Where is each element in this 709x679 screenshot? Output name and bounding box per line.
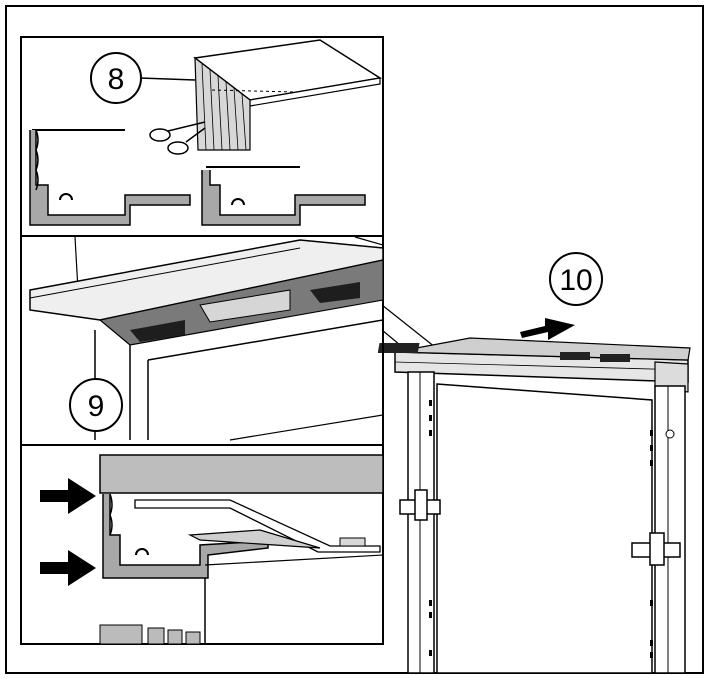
callout-10: 10 — [549, 252, 603, 306]
arrow-right-icon — [40, 550, 96, 586]
rail-clip — [130, 320, 185, 342]
door-profile-after — [201, 166, 366, 226]
rail-clip — [600, 354, 630, 362]
callout-9-label: 9 — [88, 390, 105, 423]
callout-9: 9 — [69, 378, 123, 432]
door-profile-before — [29, 129, 191, 226]
callout-8-label: 8 — [108, 63, 125, 96]
rail-clip — [377, 343, 420, 353]
arrow-right-icon — [520, 318, 575, 340]
detail-column — [20, 36, 384, 645]
cabinet-frame — [399, 371, 686, 674]
callout-10-label: 10 — [559, 264, 592, 297]
cover-strip — [99, 454, 384, 494]
panel-fit-check — [40, 454, 384, 645]
door-profile-fitted — [102, 493, 269, 579]
rail-clip — [310, 282, 360, 303]
arrow-right-icon — [40, 478, 96, 514]
hinge-bracket — [399, 489, 441, 521]
cabinet-top-rail — [377, 337, 691, 393]
cabinet-illustration: 10 — [377, 252, 691, 674]
rail-clip — [560, 352, 590, 360]
panel-step-8: 8 — [29, 39, 383, 226]
panel-step-9: 9 — [29, 236, 384, 441]
gasket-strip — [194, 56, 296, 151]
callout-8: 8 — [90, 52, 142, 104]
hinge-bracket — [631, 532, 681, 566]
scissors-icon — [149, 121, 206, 155]
